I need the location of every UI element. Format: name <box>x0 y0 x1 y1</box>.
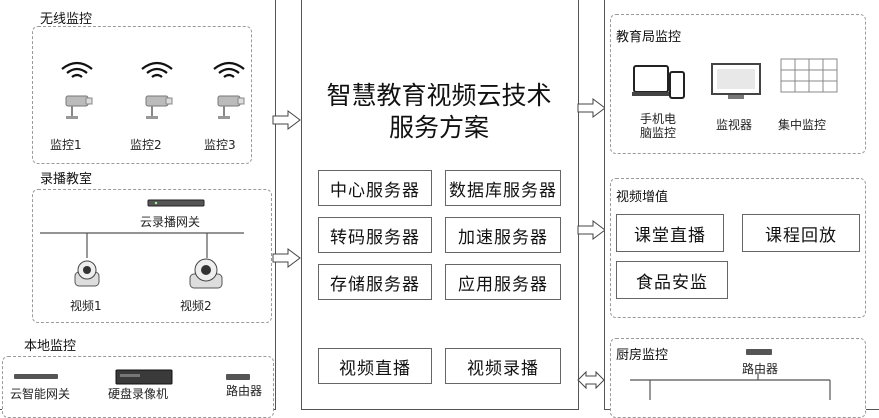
wireless-camera-2 <box>128 60 188 130</box>
arrow-right-icon <box>577 98 606 118</box>
local-device-label-2: 硬盘录像机 <box>108 387 169 401</box>
bureau-device-label-3: 集中监控 <box>778 118 827 132</box>
laptop-phone-icon <box>632 65 685 99</box>
camera-icon <box>217 95 245 119</box>
server-acceleration: 加速服务器 <box>445 217 561 253</box>
monitor-icon <box>711 63 761 99</box>
bureau-device-label-1: 手机电 脑监控 <box>640 112 677 140</box>
server-central: 中心服务器 <box>318 170 432 206</box>
value-item-live-class: 课堂直播 <box>616 214 724 252</box>
camera-icon <box>145 95 173 119</box>
wifi-icon <box>141 61 173 78</box>
local-device-label-1: 云智能网关 <box>10 387 71 401</box>
wireless-monitor-section <box>32 26 252 164</box>
wireless-camera-1 <box>50 60 110 130</box>
server-storage: 存储服务器 <box>318 264 432 300</box>
classroom-camera-label-1: 视频1 <box>70 299 102 313</box>
router-icon <box>226 374 250 380</box>
main-title-line-2: 服务方案 <box>388 113 489 142</box>
double-arrow-icon <box>577 370 605 390</box>
wireless-camera-label-3: 监控3 <box>204 138 236 152</box>
classroom-camera-label-2: 视频2 <box>180 299 212 313</box>
wireless-camera-label-1: 监控1 <box>50 138 82 152</box>
arrow-right-icon <box>272 110 301 130</box>
server-application: 应用服务器 <box>445 264 561 300</box>
server-database: 数据库服务器 <box>445 170 561 206</box>
kitchen-monitor-title: 厨房监控 <box>616 348 669 363</box>
smart-gateway-icon <box>14 374 58 379</box>
classroom-section <box>32 189 272 323</box>
kitchen-network-lines <box>630 374 831 400</box>
video-wall-icon <box>780 58 838 93</box>
wifi-icon <box>61 61 93 78</box>
classroom-title: 录播教室 <box>40 172 93 187</box>
arrow-right-icon <box>272 248 301 268</box>
bureau-monitor-title: 教育局监控 <box>616 30 682 45</box>
wireless-monitor-title: 无线监控 <box>40 12 93 27</box>
wireless-camera-3 <box>200 60 260 130</box>
main-title-line-1: 智慧教育视频云技术 <box>326 81 552 110</box>
classroom-network-lines <box>40 232 244 258</box>
bureau-device-label-2: 监视器 <box>716 118 753 132</box>
gateway-label: 云录播网关 <box>140 215 201 229</box>
local-device-label-3: 路由器 <box>226 384 263 398</box>
value-added-title: 视频增值 <box>616 190 669 205</box>
value-item-food-safety: 食品安监 <box>616 261 728 299</box>
server-transcode: 转码服务器 <box>318 217 432 253</box>
main-title: 智慧教育视频云技术 服务方案 <box>301 80 577 144</box>
router-icon <box>746 349 772 355</box>
service-recording: 视频录播 <box>445 348 561 384</box>
ptz-camera-icon <box>189 258 223 289</box>
gateway-device-icon <box>147 199 205 207</box>
service-live: 视频直播 <box>318 348 432 384</box>
ptz-camera-icon <box>74 260 100 287</box>
wireless-camera-label-2: 监控2 <box>130 138 162 152</box>
camera-icon <box>65 95 93 119</box>
dvr-icon <box>115 369 173 385</box>
kitchen-router-label: 路由器 <box>742 362 779 376</box>
arrow-right-icon <box>577 220 606 240</box>
wifi-icon <box>213 61 245 78</box>
value-item-playback: 课程回放 <box>742 214 860 252</box>
local-monitor-title: 本地监控 <box>24 339 77 354</box>
